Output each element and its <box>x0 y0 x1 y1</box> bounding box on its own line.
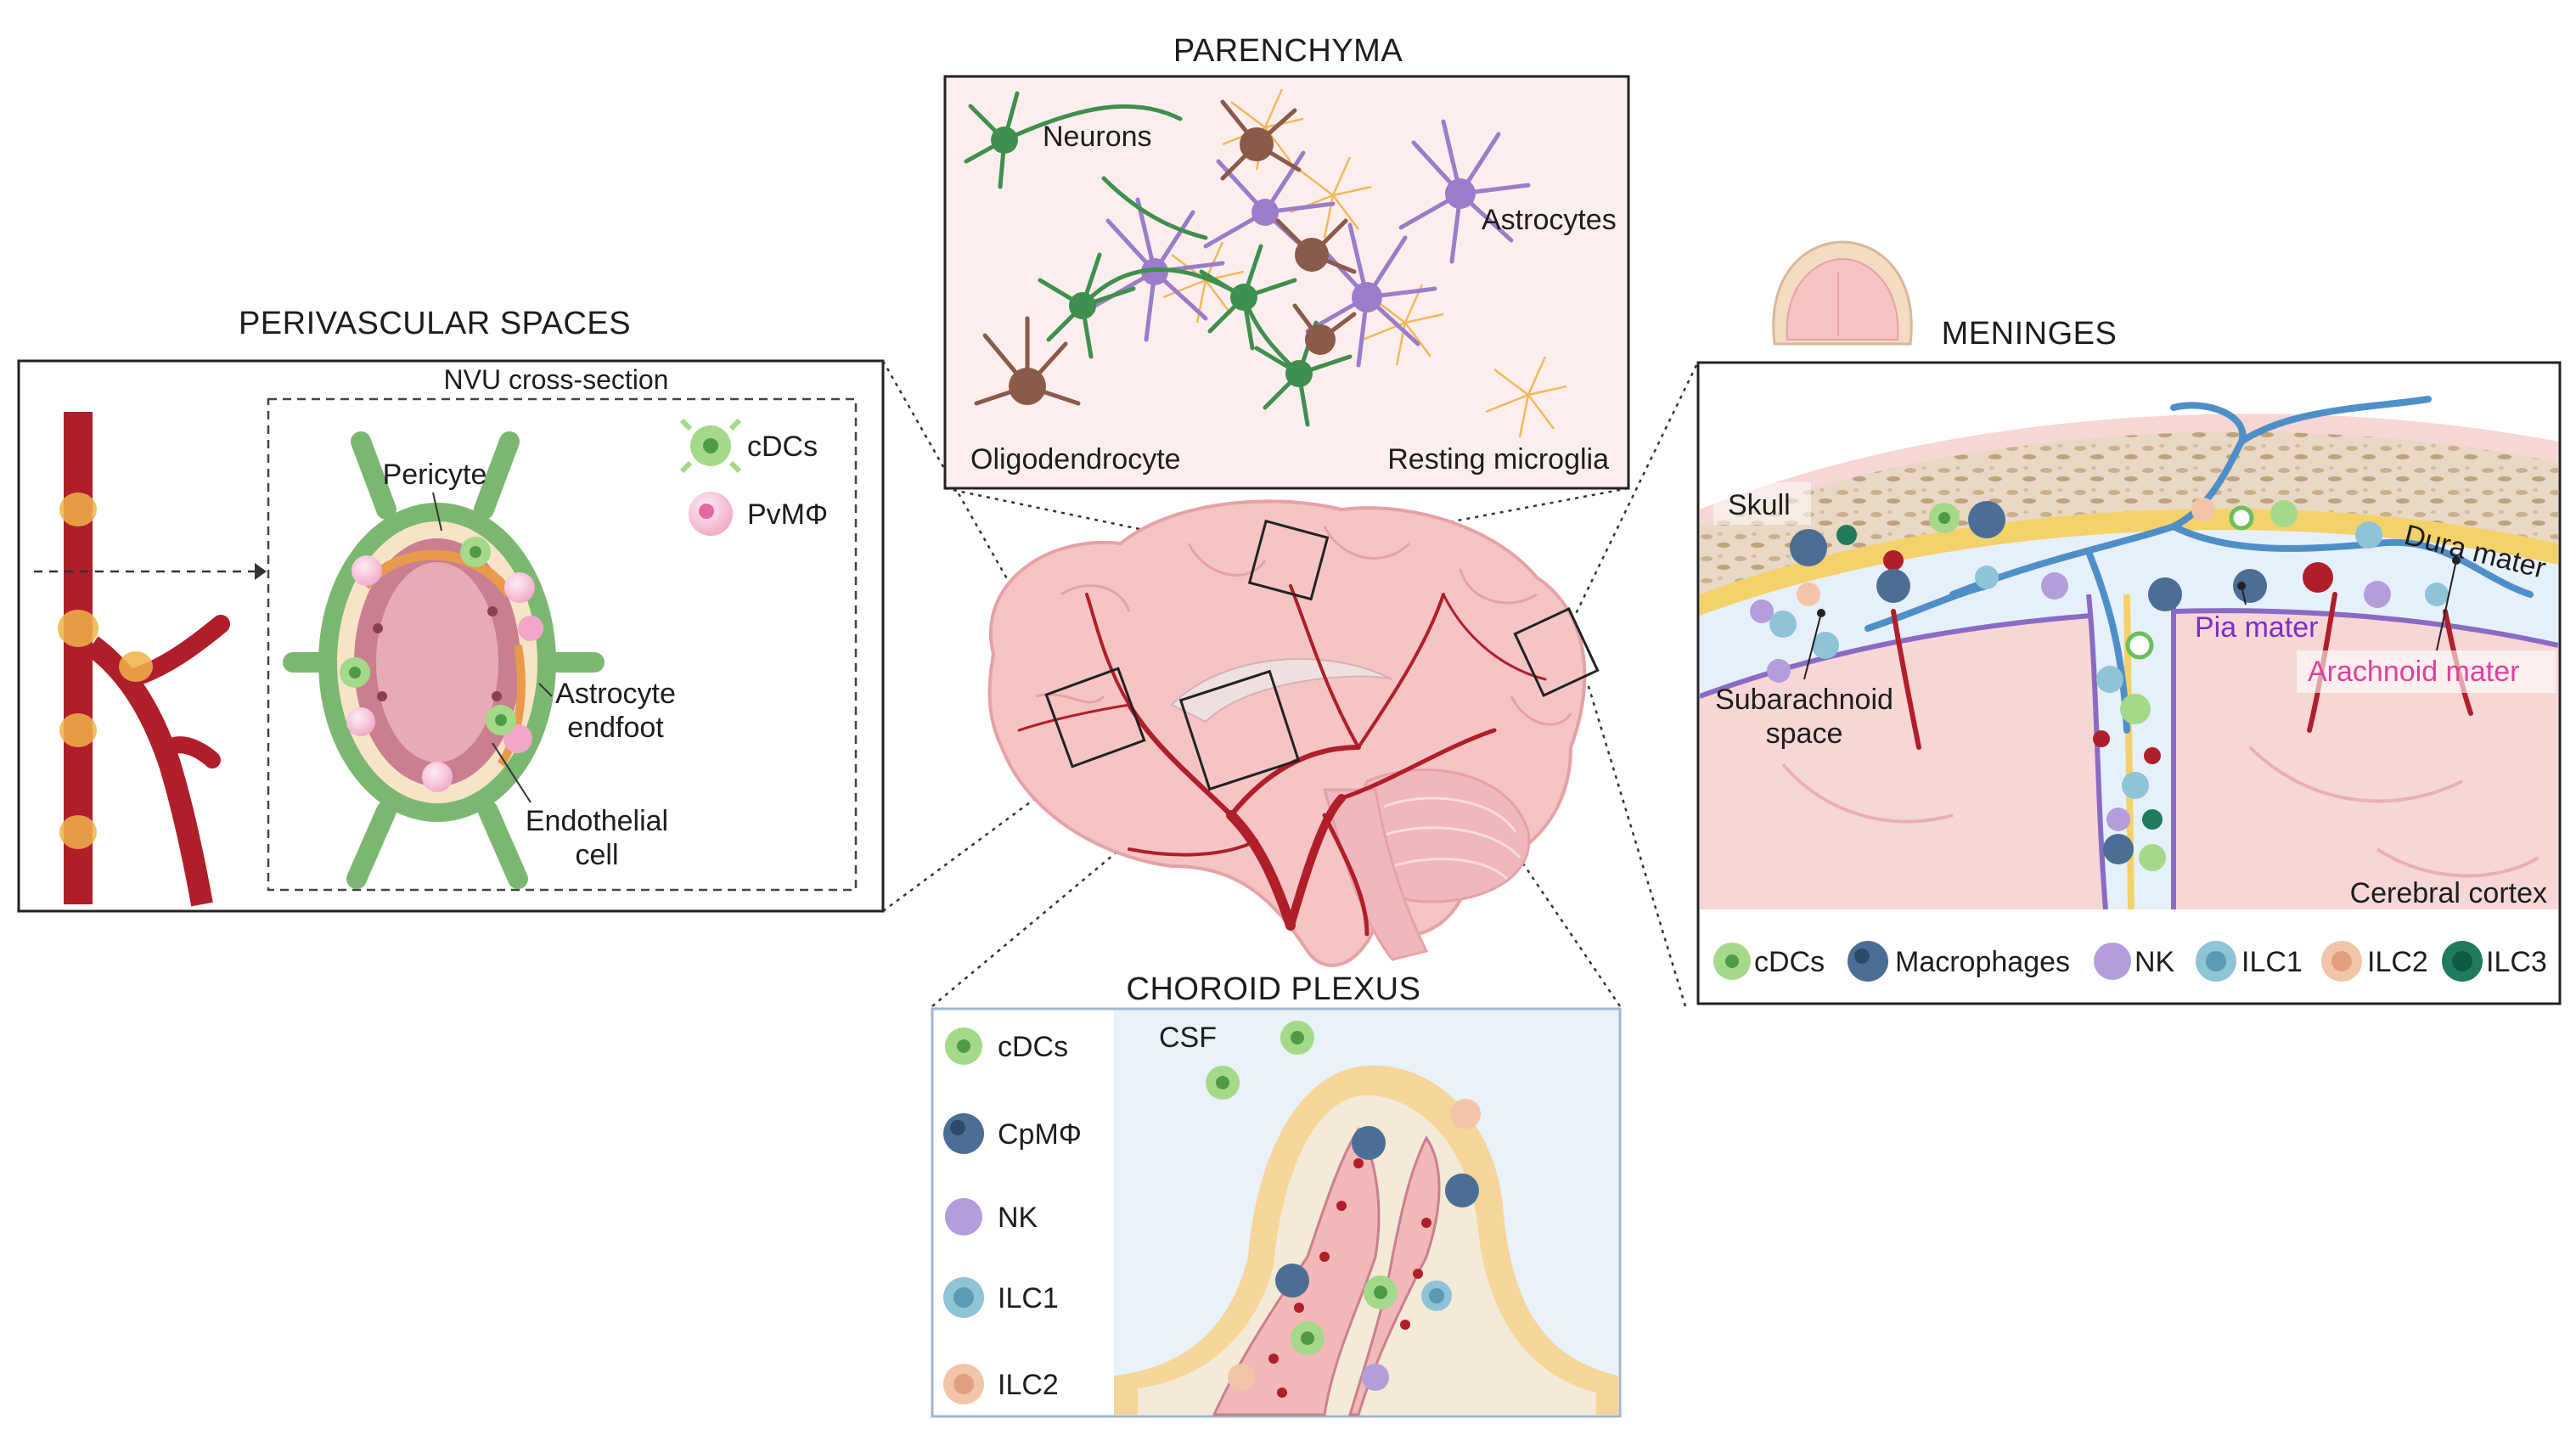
meninges-legend-cdc: cDCs <box>1754 946 1825 978</box>
astrocytes-purple <box>1093 119 1531 368</box>
choroid-legend-cdc: cDCs <box>998 1031 1068 1063</box>
meninges-title: MENINGES <box>1942 316 2118 352</box>
head-section-icon <box>1772 240 1913 346</box>
meninges-legend-ilc1: ILC1 <box>2241 946 2303 978</box>
perivascular-legend-pvm: PvMΦ <box>747 498 828 531</box>
cp-legend-cdc-icon <box>945 1027 982 1065</box>
neurons-label: Neurons <box>1043 121 1152 153</box>
parenchyma-title: PARENCHYMA <box>1173 33 1403 69</box>
choroid-title: CHOROID PLEXUS <box>1127 971 1421 1007</box>
perivascular-legend: cDCs PvMΦ <box>679 418 828 536</box>
astrocytes-label: Astrocytes <box>1482 204 1617 236</box>
nvu-box <box>267 397 858 892</box>
cortex-label: Cerebral cortex <box>2350 877 2547 909</box>
cp-legend-ilc2-icon <box>943 1364 984 1404</box>
parenchyma-panel: PARENCHYMA <box>943 33 1630 490</box>
cdc-cell-icon <box>679 418 742 474</box>
cp-legend-macrophage-icon <box>943 1113 984 1154</box>
meninges-legend: cDCs Macrophages NK ILC1 ILC2 ILC3 <box>1713 941 2547 982</box>
choroid-legend: cDCs CpMΦ NK ILC1 ILC2 <box>943 1027 1082 1404</box>
pia-label: Pia mater <box>2195 611 2319 644</box>
cp-legend-ilc1-icon <box>943 1277 984 1318</box>
blood-vessel <box>58 412 230 907</box>
choroid-legend-nk: NK <box>998 1202 1038 1234</box>
oligodendrocyte-label: Oligodendrocyte <box>970 443 1181 476</box>
endothelial-label-line1: Endothelial <box>526 805 668 837</box>
nvu-cross-section <box>283 431 605 889</box>
meninges-legend-nk: NK <box>2134 946 2175 978</box>
choroid-panel: CHOROID PLEXUS CSF <box>931 971 1622 1418</box>
choroid-legend-ilc1: ILC1 <box>998 1282 1059 1314</box>
subarachnoid-label-line2: space <box>1766 718 1843 750</box>
nvu-subtitle: NVU cross-section <box>444 364 669 395</box>
csf-label: CSF <box>1159 1022 1217 1054</box>
legend-ilc2-icon <box>2321 941 2362 982</box>
astrocyte-label-line1: Astrocyte <box>555 678 676 710</box>
meninges-legend-macrophages: Macrophages <box>1895 946 2070 978</box>
legend-ilc1-icon <box>2196 941 2236 982</box>
brain-illustration <box>987 499 1600 967</box>
resting-microglia <box>1162 88 1567 438</box>
perivascular-panel: PERIVASCULAR SPACES NVU cross-section <box>17 306 885 913</box>
legend-ilc3-icon <box>2442 941 2483 982</box>
microglia-label: Resting microglia <box>1387 443 1609 476</box>
choroid-legend-cpm: CpMΦ <box>998 1118 1082 1151</box>
meninges-cells <box>1750 498 2449 871</box>
perivascular-legend-cdc: cDCs <box>747 431 818 463</box>
neurons-green <box>964 91 1353 427</box>
meninges-legend-ilc2: ILC2 <box>2367 946 2428 978</box>
meninges-panel: MENINGES <box>1696 240 2562 1005</box>
choroid-legend-ilc2: ILC2 <box>998 1369 1059 1401</box>
legend-nk-icon <box>2094 943 2131 980</box>
astrocyte-label-line2: endfoot <box>567 712 664 744</box>
meninges-legend-ilc3: ILC3 <box>2486 946 2547 978</box>
endothelial-label-line2: cell <box>575 839 618 871</box>
skull-label: Skull <box>1728 489 1791 521</box>
arachnoid-label: Arachnoid mater <box>2308 656 2519 688</box>
legend-cdc-icon <box>1713 943 1751 980</box>
brain-vessels <box>1017 584 1547 937</box>
cp-legend-nk-icon <box>945 1198 982 1236</box>
legend-macrophage-icon <box>1848 941 1888 982</box>
pvm-macrophage-icon <box>689 492 733 536</box>
pericyte-label: Pericyte <box>383 459 487 491</box>
choroid-villus <box>1114 1021 1618 1416</box>
perivascular-title: PERIVASCULAR SPACES <box>239 306 631 341</box>
subarachnoid-label-line1: Subarachnoid <box>1715 684 1893 716</box>
